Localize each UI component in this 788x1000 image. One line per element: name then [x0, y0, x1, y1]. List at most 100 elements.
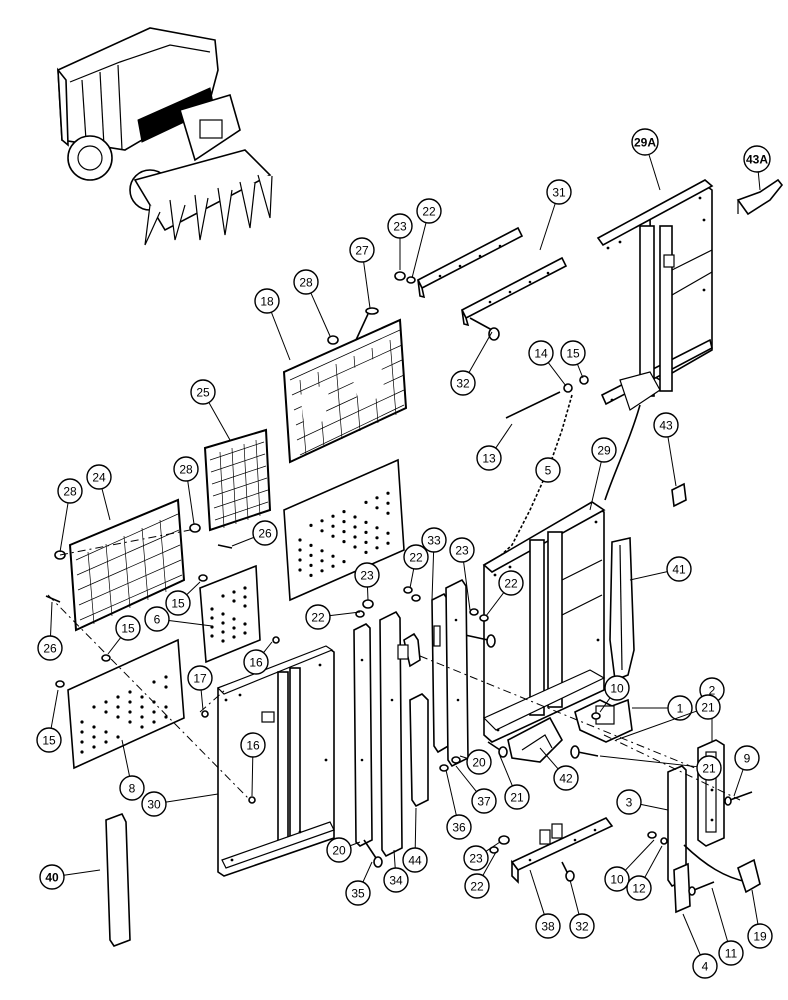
- leader-line: [599, 755, 698, 768]
- leader-line: [485, 841, 501, 852]
- machine-thumbnail: [57, 27, 273, 246]
- leader-line: [366, 586, 369, 601]
- hardware-bottom: [489, 835, 575, 882]
- callout-number: 11: [725, 947, 738, 961]
- callout-bubble: [450, 370, 476, 396]
- callout-1: 1: [632, 695, 693, 721]
- nut-28-mid: [189, 523, 201, 533]
- callout-bubble: [569, 913, 595, 939]
- leader-line: [644, 845, 663, 878]
- leader-line: [50, 601, 53, 637]
- callout-number: 37: [477, 795, 491, 809]
- chain-5: [495, 375, 589, 561]
- leader-line: [640, 803, 669, 811]
- callout-33: 33: [421, 527, 447, 601]
- strap-upper: [604, 404, 641, 501]
- callout-12: 12: [626, 845, 663, 901]
- callout-bubble: [616, 789, 642, 815]
- leader-line: [200, 689, 204, 711]
- leader-line: [539, 747, 559, 770]
- strap-lower: [683, 844, 749, 883]
- callout-bubble: [165, 590, 191, 616]
- callout-3: 3: [616, 789, 669, 815]
- leader-line: [50, 689, 59, 729]
- callout-bubble: [403, 544, 429, 570]
- callout-11: 11: [711, 887, 744, 966]
- callout-number: 27: [355, 244, 369, 258]
- callout-40: 40: [39, 864, 101, 890]
- leader-line: [187, 480, 195, 525]
- callout-bubble: [466, 749, 492, 775]
- callout-bubble: [115, 615, 141, 641]
- perforation: [128, 710, 132, 714]
- leader-line: [270, 311, 291, 361]
- bolt-35: [363, 839, 383, 868]
- leader-line: [121, 739, 131, 777]
- bolts-21: [464, 634, 599, 759]
- perforation: [128, 700, 132, 704]
- callout-bubble: [144, 606, 170, 632]
- callout-20: 20: [459, 749, 492, 775]
- callout-20: 20: [326, 837, 361, 863]
- callout-44: 44: [402, 807, 428, 873]
- leader-line: [547, 362, 567, 387]
- leader-line: [310, 292, 331, 337]
- perforation: [320, 559, 324, 563]
- perforation: [128, 720, 132, 724]
- callout-23: 23: [449, 537, 475, 611]
- perforation: [232, 635, 236, 639]
- callout-number: 42: [559, 772, 573, 786]
- perforation: [92, 705, 96, 709]
- callout-bubble: [39, 864, 65, 890]
- callout-number: 3: [626, 796, 633, 810]
- callout-number: 28: [179, 463, 193, 477]
- leader-line: [101, 488, 111, 521]
- callout-bubble: [354, 562, 380, 588]
- perforation: [353, 515, 357, 519]
- callout-bubble: [535, 913, 561, 939]
- assembly-lines: [47, 529, 741, 801]
- callout-number: 22: [504, 577, 518, 591]
- callout-23: 23: [463, 841, 501, 871]
- callout-number: 41: [672, 563, 686, 577]
- frame-30: [216, 645, 335, 877]
- callout-number: 6: [154, 613, 161, 627]
- callout-bubble: [36, 727, 62, 753]
- callout-number: 28: [299, 276, 313, 290]
- bracket-38: [510, 816, 614, 884]
- bolt-27: [355, 307, 379, 341]
- perforation: [92, 745, 96, 749]
- perforation: [232, 626, 236, 630]
- angle-brackets-31: [416, 226, 568, 327]
- callout-28: 28: [293, 269, 331, 337]
- perforation: [243, 595, 247, 599]
- callout-number: 21: [701, 701, 715, 715]
- leader-line: [495, 423, 513, 449]
- callout-number: 10: [610, 682, 624, 696]
- perforation: [386, 491, 390, 495]
- callout-27: 27: [349, 237, 375, 309]
- callout-32: 32: [569, 879, 595, 939]
- callout-23: 23: [354, 562, 380, 601]
- perforation: [298, 558, 302, 562]
- callout-number: 13: [482, 452, 496, 466]
- nut-28-top: [327, 335, 339, 345]
- leader-line: [231, 536, 255, 547]
- callout-bubble: [86, 464, 112, 490]
- perforation: [80, 740, 84, 744]
- callout-bubble: [535, 457, 561, 483]
- callout-number: 15: [566, 347, 580, 361]
- callout-15: 15: [165, 581, 201, 616]
- perforation: [331, 554, 335, 558]
- perforation: [164, 705, 168, 709]
- plate-4: [673, 862, 691, 914]
- callout-34: 34: [383, 849, 409, 893]
- callout-bubble: [464, 873, 490, 899]
- callout-bubble: [528, 340, 554, 366]
- callout-15: 15: [107, 615, 141, 655]
- callout-number: 22: [422, 205, 436, 219]
- leader-line: [682, 913, 701, 956]
- perforation: [243, 586, 247, 590]
